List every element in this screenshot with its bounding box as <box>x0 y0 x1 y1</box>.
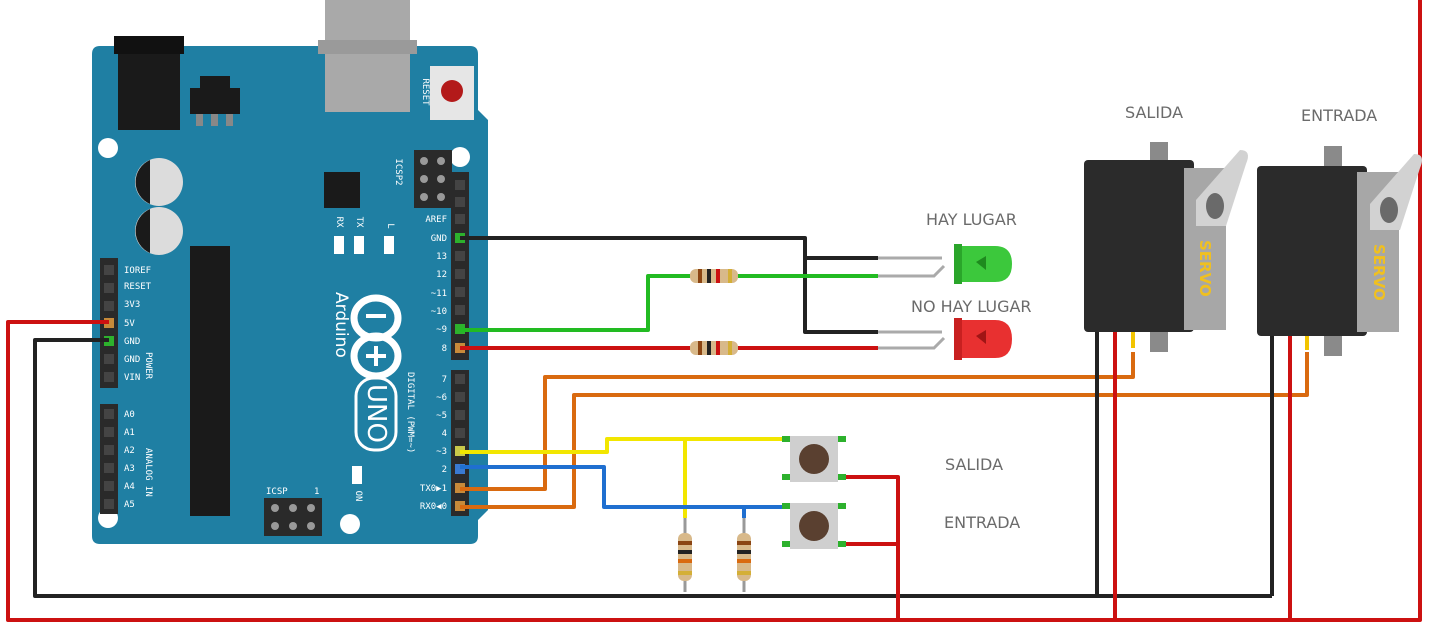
pin-label: ~5 <box>436 411 447 421</box>
pin-label: 12 <box>436 270 447 280</box>
pushbutton-entrada[interactable] <box>782 503 846 549</box>
usb-connector <box>325 0 410 112</box>
icsp-pin-label: 1 <box>314 487 319 497</box>
digital-top-pin-labels: AREF GND 13 12 ~11 ~10 ~9 8 <box>425 215 447 354</box>
power-group-label: POWER <box>143 352 153 380</box>
tx-led <box>354 236 364 254</box>
wire-pin1-servo <box>460 352 1135 491</box>
pin-label: AREF <box>425 215 447 225</box>
led-red-label: NO HAY LUGAR <box>911 297 1032 316</box>
button-entrada-label: ENTRADA <box>944 513 1020 532</box>
icsp-header <box>264 498 322 536</box>
pin-label: GND <box>431 234 447 244</box>
arduino-logo <box>350 294 402 380</box>
digital-header-bottom <box>451 370 469 516</box>
on-led <box>352 466 362 484</box>
on-label: ON <box>353 491 363 502</box>
wire-gnd-led <box>460 236 878 334</box>
pin-label: 2 <box>442 465 447 475</box>
reset-label: RESET <box>420 78 430 106</box>
pin-label: TX0▶1 <box>420 484 447 494</box>
pin-label: A5 <box>124 500 135 510</box>
brand-label: Arduino <box>331 292 351 358</box>
pin-label: ~11 <box>431 289 447 299</box>
uno-badge: UNO <box>354 376 398 452</box>
wire-pin9 <box>460 274 690 332</box>
pushbutton-salida[interactable] <box>782 436 846 482</box>
usb-chip <box>324 172 360 208</box>
pin-label: A3 <box>124 464 135 474</box>
pin-label: RX0◀0 <box>420 502 447 512</box>
servo-label: SERVO <box>1370 244 1388 301</box>
digital-group-label: DIGITAL (PWM=~) <box>405 372 415 453</box>
power-pin-labels: IOREF RESET 3V3 5V GND GND VIN <box>124 266 152 383</box>
microcontroller <box>190 246 230 516</box>
wire-gnd <box>33 338 1272 598</box>
icsp2-label: ICSP2 <box>393 158 403 185</box>
icsp2-header <box>414 150 452 208</box>
pin-label: RESET <box>124 282 152 292</box>
pin-label: ~3 <box>436 447 447 457</box>
icsp-label: ICSP <box>266 487 288 497</box>
pin-label: 5V <box>124 319 135 329</box>
resistor-green <box>690 269 738 283</box>
led-red <box>878 318 1012 360</box>
pin-label: A2 <box>124 446 135 456</box>
pin-label: 8 <box>442 344 447 354</box>
wire-pin0-servo <box>460 352 1309 509</box>
pulldown-resistor-entrada <box>737 518 751 592</box>
digital-bottom-pin-labels: 7 ~6 ~5 4 ~3 2 TX0▶1 RX0◀0 <box>420 375 447 512</box>
l-label: L <box>385 223 395 228</box>
model-label: UNO <box>361 384 391 443</box>
servo-entrada-label: ENTRADA <box>1301 106 1377 125</box>
pin-label: ~9 <box>436 325 447 335</box>
rx-led <box>334 236 344 254</box>
pin-label: GND <box>124 337 140 347</box>
arduino-board: RESET RX TX L ON ICSP2 <box>92 0 488 544</box>
pin-label: GND <box>124 355 140 365</box>
wire-pin2 <box>460 465 790 509</box>
resistor-red <box>690 341 738 355</box>
pin-label: 4 <box>442 429 447 439</box>
pulldown-resistor-salida <box>678 518 692 592</box>
servo-entrada: SERVO <box>1257 146 1422 356</box>
analog-header <box>100 404 118 514</box>
analog-pin-labels: A0 A1 A2 A3 A4 A5 <box>124 410 135 510</box>
wire-5v <box>6 0 1422 622</box>
servo-salida-label: SALIDA <box>1125 103 1183 122</box>
led-green-label: HAY LUGAR <box>926 210 1017 229</box>
tx-label: TX <box>354 217 364 228</box>
pin-label: A0 <box>124 410 135 420</box>
wire-btn-red <box>838 475 900 620</box>
pin-label: 7 <box>442 375 447 385</box>
pin-label: A4 <box>124 482 135 492</box>
servo-label: SERVO <box>1196 240 1214 297</box>
pin-label: A1 <box>124 428 135 438</box>
l-led <box>384 236 394 254</box>
button-salida-label: SALIDA <box>945 455 1003 474</box>
pin-label: VIN <box>124 373 140 383</box>
led-green <box>878 244 1012 284</box>
rx-label: RX <box>334 217 344 228</box>
pin-label: ~10 <box>431 307 447 317</box>
wire-pin3 <box>460 437 790 454</box>
pin-label: 13 <box>436 252 447 262</box>
pin-label: IOREF <box>124 266 151 276</box>
analog-group-label: ANALOG IN <box>143 448 153 497</box>
pin-label: ~6 <box>436 393 447 403</box>
wires <box>6 0 1422 622</box>
voltage-regulator <box>190 88 240 114</box>
servo-salida: SERVO <box>1084 142 1248 352</box>
pin-label: 3V3 <box>124 300 140 310</box>
